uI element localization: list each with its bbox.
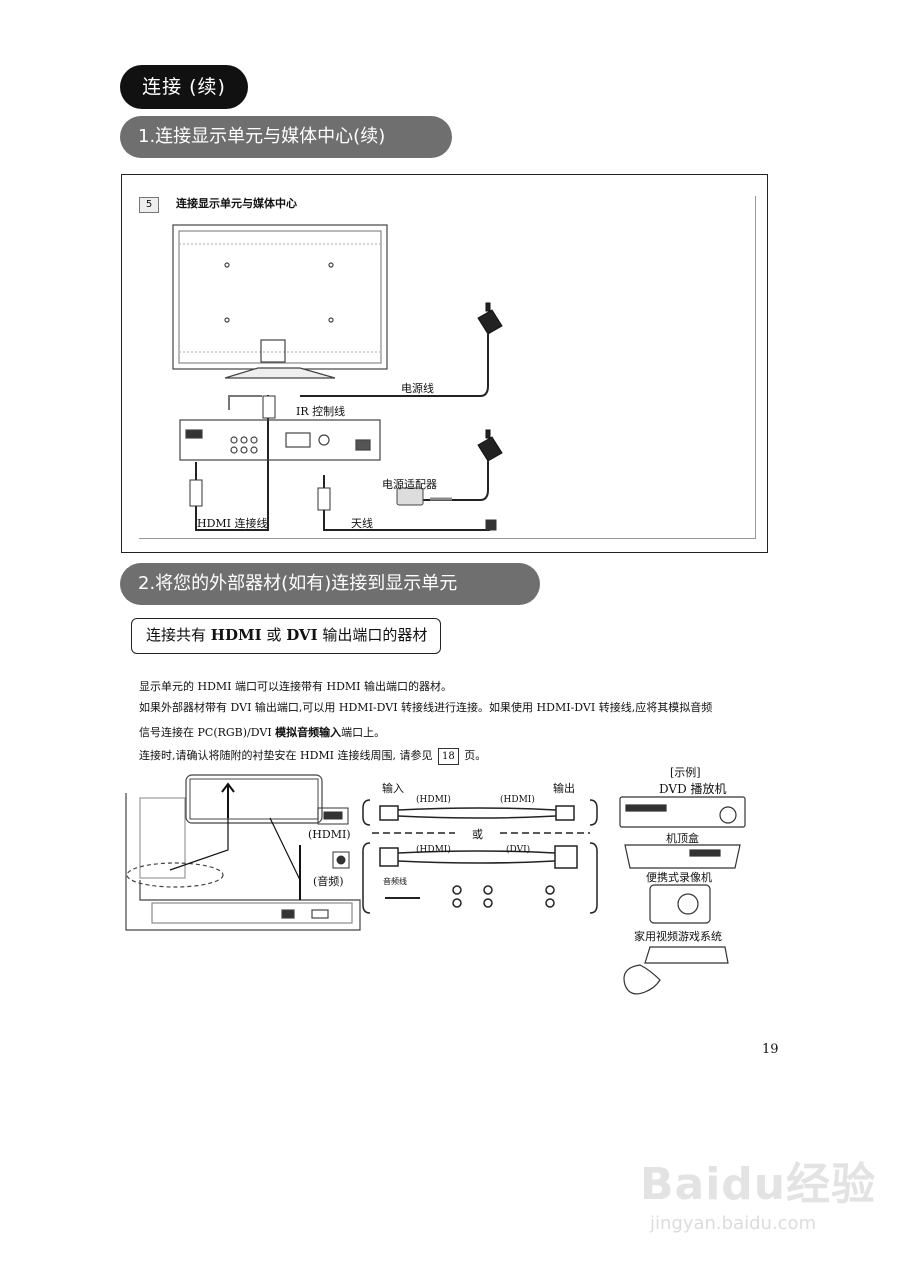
figure-1-frame [121,174,768,553]
hdmi-dvi-heading: 连接共有 HDMI 或 DVI 输出端口的器材 [131,618,441,654]
device-label: DVD 播放机 [659,782,727,796]
paragraph-4: 连接时,请确认将随附的衬垫安在 HDMI 连接线周围, 请参见 18 页。 [139,748,486,765]
cable1-right-label: (HDMI) [500,795,535,805]
media-center-illustration [179,419,381,461]
dvi-cable-illustration [362,842,598,914]
power-adapter-illustration [396,487,452,506]
hdmi-cable-illustration [362,799,598,826]
audio-cable-label: 音频线 [383,877,407,886]
cable1-left-label: (HDMI) [416,795,451,805]
audio-port-label: (音频) [313,875,344,888]
device-label: 家用视频游戏系统 [634,930,722,943]
cable2-right-label: (DVI) [506,845,531,855]
cable-connectors [189,395,497,531]
or-label: 或 [472,828,483,841]
page-reference: 18 [438,748,459,765]
watermark-logo: Baidu经验 [640,1148,876,1212]
paragraph-3: 信号连接在 PC(RGB)/DVI 模拟音频输入端口上。 [139,726,386,739]
watermark-brand: Baidu经验 [640,1159,877,1210]
power-adapter-label: 电源适配器 [382,478,437,491]
step-number: 5 [139,197,159,213]
paragraph-1: 显示单元的 HDMI 端口可以连接带有 HDMI 输出端口的器材。 [139,680,453,693]
subsection-header-1: 1.连接显示单元与媒体中心(续) [120,116,452,158]
watermark-url: jingyan.baidu.com [650,1213,817,1234]
device-illustrations [619,796,746,995]
port-icons [299,807,350,900]
output-label: 输出 [553,782,575,795]
cable2-left-label: (HDMI) [416,845,451,855]
antenna-label: 天线 [351,517,373,530]
device-label: 便携式录像机 [646,871,712,884]
ir-cable-label: IR 控制线 [296,405,346,418]
tv-back-illustration [172,224,388,379]
input-label: 输入 [382,782,404,795]
paragraph-2: 如果外部器材带有 DVI 输出端口,可以用 HDMI-DVI 转接线进行连接。如… [139,701,713,714]
section-header: 连接 (续) [120,65,248,109]
subsection-header-2: 2.将您的外部器材(如有)连接到显示单元 [120,563,540,605]
page-number: 19 [762,1042,779,1057]
frame-inner-rule [755,196,756,539]
hdmi-port-label: (HDMI) [308,828,351,841]
device-label: 机顶盒 [666,832,699,845]
frame-inner-rule [139,538,756,539]
tv-side-illustration [125,774,361,931]
power-cord-label: 电源线 [401,382,434,395]
step-title: 连接显示单元与媒体中心 [176,197,297,210]
power-plug-icon [477,302,503,462]
hdmi-cable-label: HDMI 连接线 [197,517,268,530]
example-label: [示例] [670,766,701,779]
